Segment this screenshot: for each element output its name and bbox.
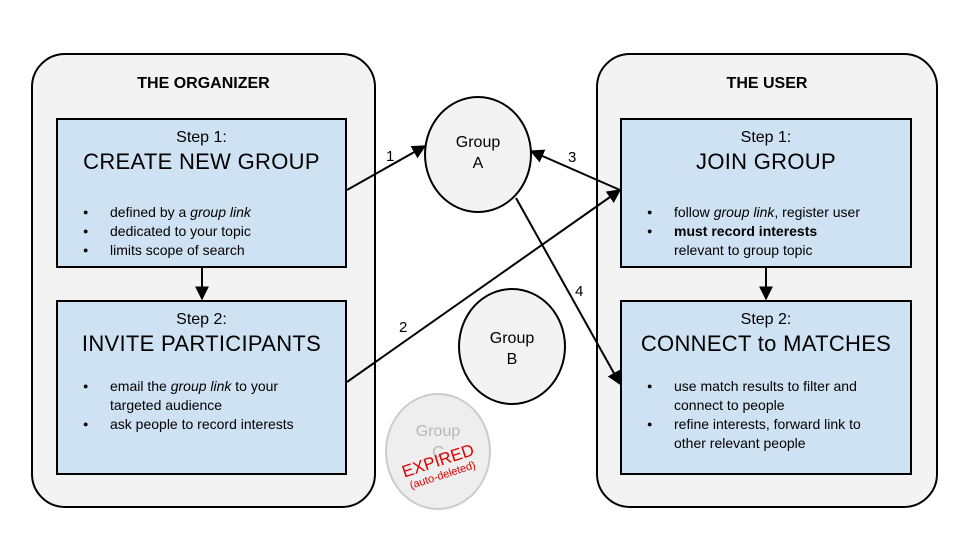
list-item: email the group link to your <box>80 377 294 396</box>
arrow-invite-to-join <box>346 189 622 383</box>
user-step1-title: JOIN GROUP <box>696 149 836 174</box>
list-item: must record interests <box>644 222 860 241</box>
group-c-letter: C <box>432 444 444 461</box>
group-b-label: Group <box>489 330 535 347</box>
list-item: dedicated to your topic <box>80 222 251 241</box>
list-item-continuation: other relevant people <box>674 435 806 451</box>
organizer-step2-bullets: email the group link to your targeted au… <box>80 377 294 434</box>
organizer-step2-number: Step 2: <box>176 311 227 328</box>
organizer-step2-box: Step 2: INVITE PARTICIPANTS email the gr… <box>56 300 347 475</box>
arrow-label-4: 4 <box>575 283 584 300</box>
list-item-continuation: relevant to group topic <box>674 242 813 258</box>
user-step2-box: Step 2: CONNECT to MATCHES use match res… <box>620 300 912 475</box>
user-step2-number: Step 2: <box>740 311 792 328</box>
arrow-label-2: 2 <box>399 319 408 336</box>
user-title: THE USER <box>726 75 808 92</box>
group-a-letter: A <box>472 155 484 172</box>
group-a-label: Group <box>455 134 501 151</box>
group-c-circle: Group C <box>385 393 491 510</box>
group-c-label: Group <box>415 423 461 440</box>
list-item: ask people to record interests <box>80 415 294 434</box>
user-step2-title: CONNECT to MATCHES <box>640 331 892 356</box>
arrow-label-1: 1 <box>386 148 395 165</box>
arrow-create-to-group-a <box>346 145 427 191</box>
list-item-continuation: targeted audience <box>110 397 223 413</box>
list-item: limits scope of search <box>80 241 251 260</box>
organizer-step1-bullets: defined by a group link dedicated to you… <box>80 203 251 260</box>
organizer-step1-box: Step 1: CREATE NEW GROUP defined by a gr… <box>56 118 347 268</box>
organizer-title: THE ORGANIZER <box>137 75 270 92</box>
user-step1-number: Step 1: <box>740 129 792 146</box>
user-step1-bullets: follow group link, register user must re… <box>644 203 860 260</box>
organizer-step1-number: Step 1: <box>176 129 227 146</box>
arrow-join-to-group-a <box>529 149 621 191</box>
organizer-step1-title: CREATE NEW GROUP <box>83 149 320 174</box>
user-step1-box: Step 1: JOIN GROUP follow group link, re… <box>620 118 912 268</box>
user-step2-bullets: use match results to filter and connect … <box>644 377 861 453</box>
arrow-label-3: 3 <box>568 149 577 166</box>
list-item: refine interests, forward link to <box>644 415 861 434</box>
organizer-step2-title: INVITE PARTICIPANTS <box>81 331 322 356</box>
group-a-circle: Group A <box>424 96 532 213</box>
list-item: follow group link, register user <box>644 203 860 222</box>
list-item: use match results to filter and <box>644 377 861 396</box>
list-item-continuation: connect to people <box>674 397 785 413</box>
list-item: defined by a group link <box>80 203 251 222</box>
group-b-circle: Group B <box>458 288 566 405</box>
arrow-group-a-to-connect <box>515 197 621 386</box>
group-b-letter: B <box>506 351 518 368</box>
